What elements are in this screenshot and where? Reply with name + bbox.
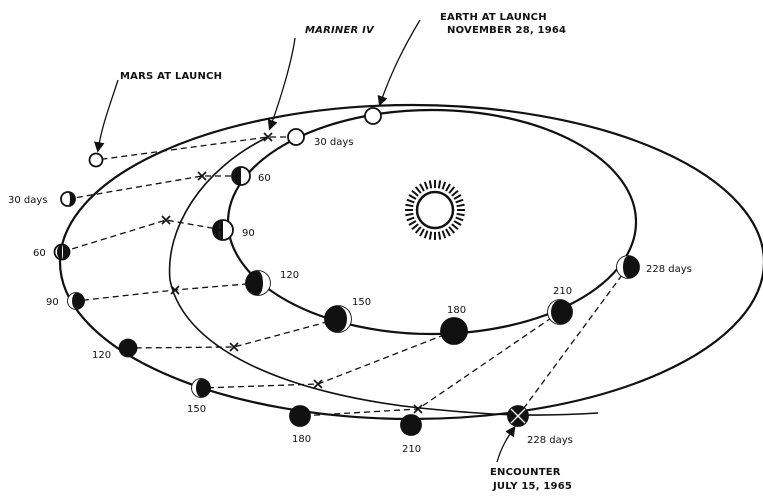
mars-day-label: 228 days [527, 435, 573, 446]
mars-210 [401, 415, 421, 435]
earth-day-label: 150 [352, 297, 371, 308]
sun-ray [456, 218, 464, 221]
sun-ray [452, 191, 458, 196]
sun-ray [454, 195, 461, 199]
earth-day-label: 90 [242, 228, 255, 239]
mars-at-launch [90, 154, 103, 167]
sun-ray [457, 214, 465, 215]
earth-90 [213, 220, 233, 240]
sun-ray [412, 224, 418, 229]
sun-ray [452, 224, 458, 229]
sun-ray [454, 221, 461, 225]
mars-60 [55, 245, 70, 260]
mars-orbit [60, 105, 763, 419]
mars-120 [120, 340, 137, 357]
mars-180 [290, 406, 310, 426]
sun-ray [456, 200, 464, 203]
earth-day-label: 30 days [314, 137, 354, 148]
mars-day-label: 210 [402, 444, 421, 455]
mars-228 [508, 406, 528, 426]
mars-at-launch-label: MARS AT LAUNCH [120, 71, 222, 82]
sun-ray [412, 191, 418, 196]
callout-arrows [98, 20, 514, 462]
sun-ray [439, 232, 440, 240]
mars-90 [68, 293, 84, 309]
earth-day-label: 228 days [646, 264, 692, 275]
sun-ray [449, 227, 454, 233]
encounter-label: ENCOUNTER [490, 467, 561, 478]
sun-ray [430, 232, 431, 240]
mars-day-label: 180 [292, 434, 311, 445]
mars-day-label: 150 [187, 404, 206, 415]
sun-ray [407, 200, 415, 203]
earth-day-label: 180 [447, 305, 466, 316]
earth-at-launch [365, 108, 381, 124]
earth-day-label: 60 [258, 173, 271, 184]
sun-ray [416, 227, 421, 233]
earth-day-label: 210 [553, 286, 572, 297]
earth-at-launch-label: EARTH AT LAUNCH [440, 12, 547, 23]
mars-30 [61, 192, 75, 206]
earth-60 [232, 167, 250, 185]
earth-150 [325, 306, 351, 332]
earth-228 [617, 256, 639, 278]
sun-ray [457, 205, 465, 206]
sun-ray [443, 231, 446, 239]
earth-at-launch-date: NOVEMBER 28, 1964 [447, 25, 566, 36]
position-connectors [62, 137, 628, 416]
sun-ray [420, 229, 424, 236]
mars-day-label: 90 [46, 297, 59, 308]
mars-day-label: 30 days [8, 195, 48, 206]
sun-ray [409, 221, 416, 225]
earth-30 [288, 129, 304, 145]
mars-day-label: 60 [33, 248, 46, 259]
sun-ray [439, 180, 440, 188]
mars-positions [55, 154, 529, 436]
sun-ray [425, 182, 428, 190]
earth-day-label: 120 [280, 270, 299, 281]
sun-ray [405, 205, 413, 206]
earth-210 [548, 300, 572, 324]
earth-180 [441, 318, 467, 344]
sun-ray [443, 182, 446, 190]
sun-ray [409, 195, 416, 199]
mars-day-label: 120 [92, 350, 111, 361]
sun-icon [405, 180, 465, 240]
sun-ray [407, 218, 415, 221]
sun-ray [430, 180, 431, 188]
sun-ray [420, 184, 424, 191]
mars-150 [192, 379, 210, 397]
sun-ray [425, 231, 428, 239]
sun-ray [416, 187, 421, 193]
sun-ray [405, 214, 413, 215]
earth-120 [246, 271, 270, 295]
sun-ray [446, 229, 450, 236]
sun-ray [446, 184, 450, 191]
encounter-date: JULY 15, 1965 [492, 481, 572, 492]
sun-ray [449, 187, 454, 193]
mariner-label: MARINER IV [305, 25, 375, 36]
